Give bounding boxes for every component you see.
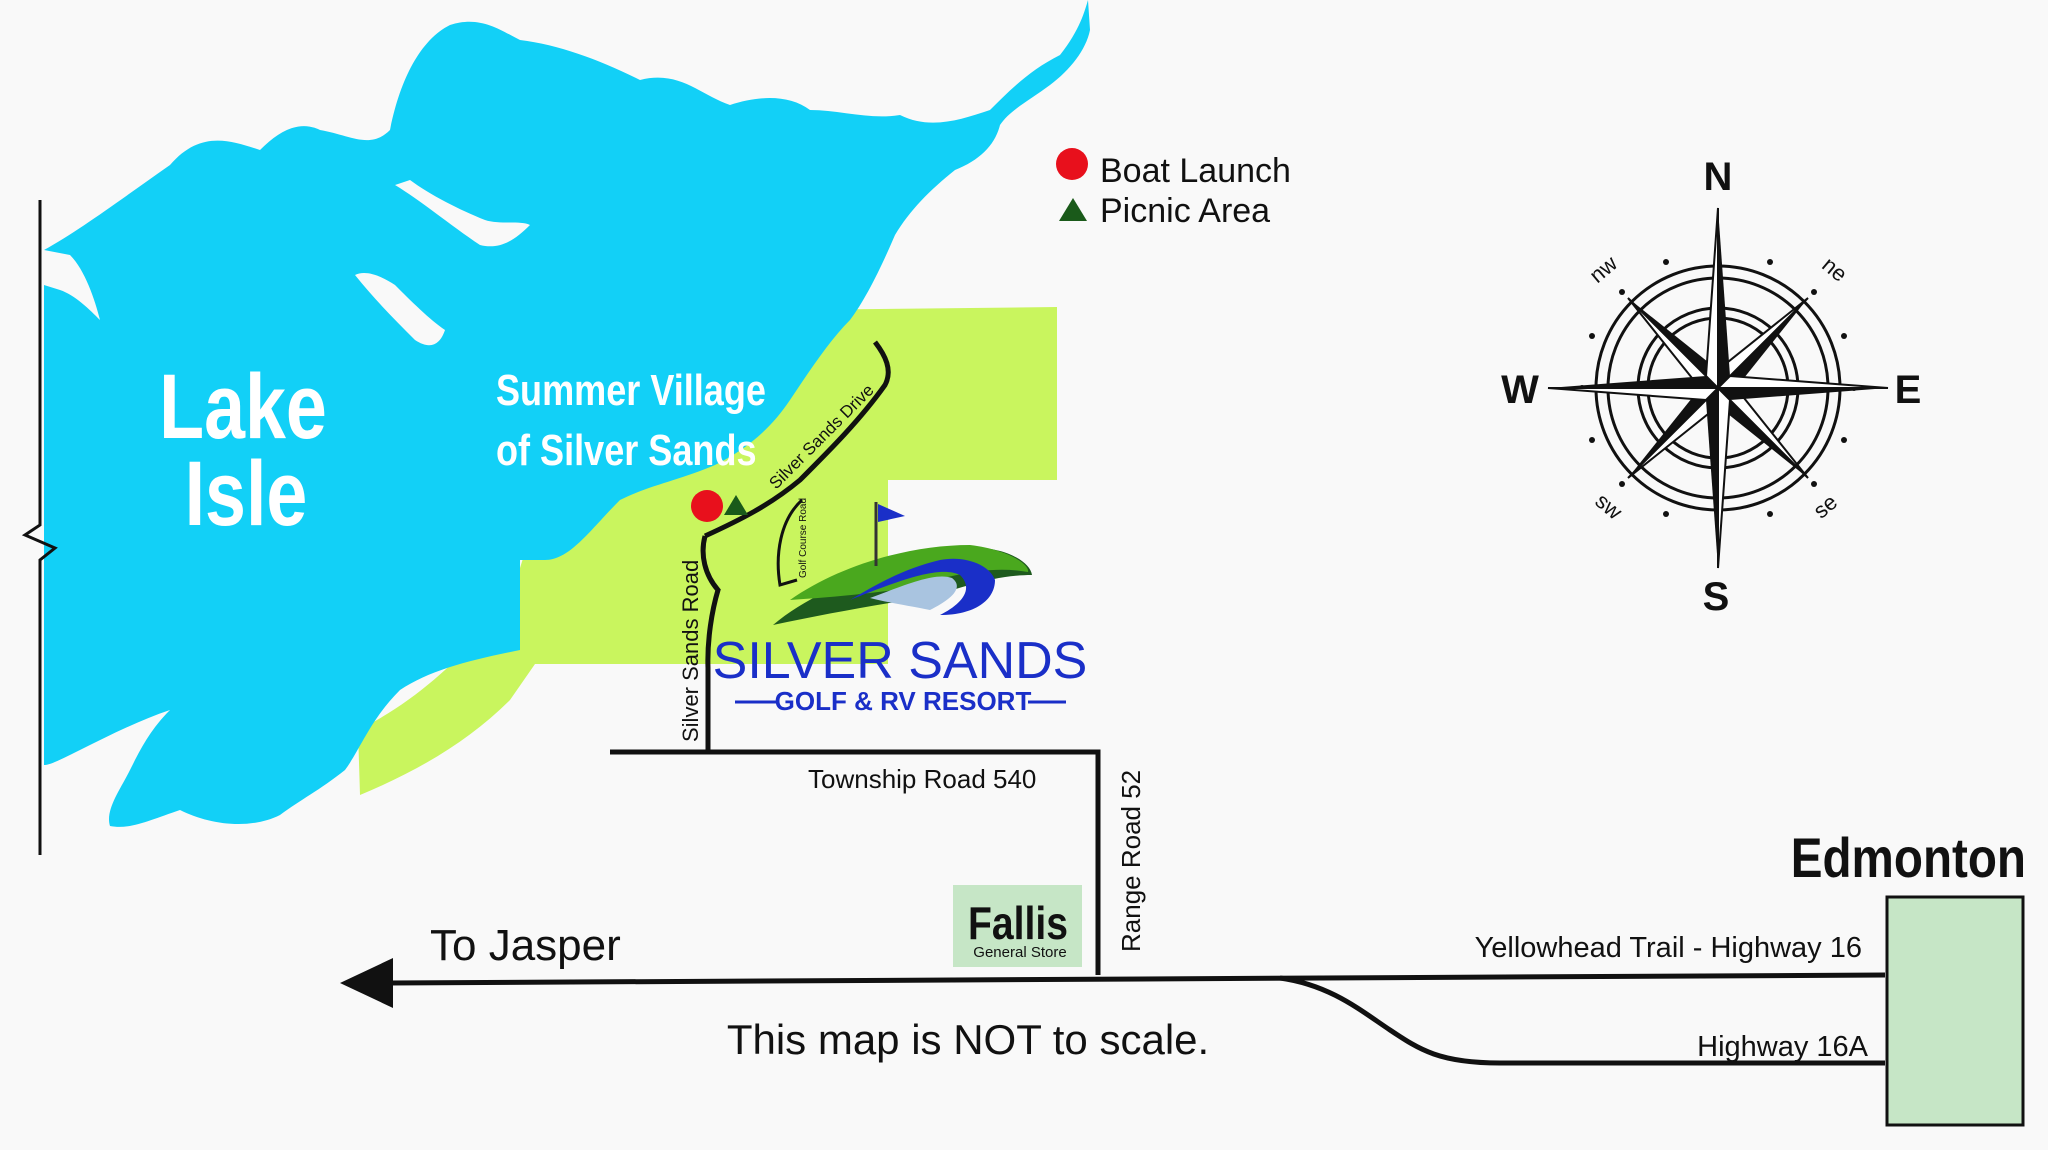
store-subtitle: General Store [973,944,1066,961]
lake-name-line2: Isle [185,442,308,545]
silver-sands-land [358,307,1057,795]
resort-logo: SILVER SANDS GOLF & RV RESORT [713,502,1088,716]
bay-left [44,250,100,320]
roads [389,340,1886,1066]
golf-flag-icon [878,504,905,522]
silver-sands-road [700,535,721,752]
legend-boat-launch-label: Boat Launch [1100,152,1291,190]
to-jasper-arrow-icon [340,958,393,1008]
picnic-area-legend-icon [1059,198,1087,221]
silver-sands-road-label: Silver Sands Road [678,560,703,742]
picnic-area-marker [724,495,748,515]
resort-subtitle: GOLF & RV RESORT [775,686,1032,716]
village-name-line2: of Silver Sands [496,426,757,475]
legend: Boat Launch Picnic Area [1056,148,1291,230]
resort-logo-water [850,558,995,615]
yellowhead-label: Yellowhead Trail - Highway 16 [1475,932,1862,964]
fallis-store-box [953,885,1082,967]
resort-name: SILVER SANDS [713,632,1088,690]
golf-course-road [776,498,804,587]
scale-note: This map is NOT to scale. [727,1016,1209,1063]
township-road-540 [610,749,1101,975]
store-name: Fallis [968,898,1068,950]
resort-logo-silver [870,576,957,610]
island-1 [395,180,530,247]
city-name: Edmonton [1791,827,2026,889]
edmonton-block [1885,895,2025,1127]
range-road-label: Range Road 52 [1116,770,1146,952]
legend-picnic-area-label: Picnic Area [1100,192,1270,230]
highway-16a [1279,975,1885,1066]
to-jasper-label: To Jasper [430,921,621,970]
boat-launch-marker [691,490,723,522]
compass-w: W [1501,368,1539,412]
township-road-label: Township Road 540 [808,764,1036,794]
golf-course-road-label: Golf Course Road [798,498,809,578]
boat-launch-legend-icon [1056,148,1088,180]
silver-sands-drive [703,340,891,539]
yellowhead-trail [389,972,1886,986]
lake-isle-water [44,0,1090,827]
highway-16a-label: Highway 16A [1697,1031,1869,1063]
compass-s: S [1703,575,1730,619]
island-2 [355,273,445,346]
village-name-line1: Summer Village [496,366,766,415]
map-left-border [21,200,58,855]
compass-n: N [1704,155,1733,199]
lake-name-line1: Lake [159,355,327,458]
compass-e: E [1895,368,1922,412]
